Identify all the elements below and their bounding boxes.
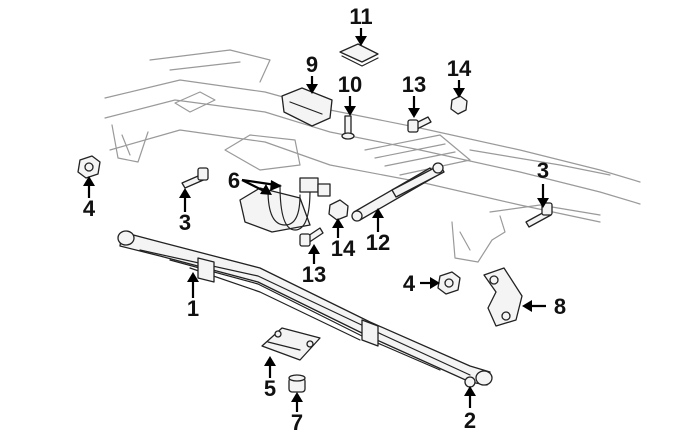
nut-left <box>77 155 101 179</box>
callout-14-lower: 14 <box>331 236 356 261</box>
callout-2: 2 <box>464 408 476 433</box>
bolt-upper <box>407 116 432 133</box>
callout-12: 12 <box>366 230 390 255</box>
bracket <box>281 87 333 127</box>
leaf-spring <box>117 230 493 386</box>
callout-11: 11 <box>349 4 372 29</box>
vertical-bolt <box>341 115 355 140</box>
spring-plate <box>261 327 321 361</box>
callout-4-right: 4 <box>403 271 416 296</box>
shackle-bolt-left <box>181 167 209 189</box>
nut-lower <box>328 199 349 221</box>
callout-9: 9 <box>306 52 318 77</box>
callout-5: 5 <box>264 376 276 401</box>
callout-6: 6 <box>228 168 240 193</box>
shackle <box>483 267 523 327</box>
bump-stop <box>288 374 306 393</box>
nut-right <box>437 271 461 295</box>
callout-13-lower: 13 <box>302 262 326 287</box>
spring-eye-bushing <box>464 376 476 388</box>
nut-upper <box>450 95 468 115</box>
callout-3-left: 3 <box>179 210 191 235</box>
callout-14-upper: 14 <box>447 56 472 81</box>
callout-1: 1 <box>187 296 199 321</box>
callout-4-left: 4 <box>83 196 96 221</box>
shackle-bolt-right <box>525 202 553 228</box>
shock-absorber <box>351 162 445 222</box>
callout-8: 8 <box>554 294 566 319</box>
callout-arrows <box>83 28 549 412</box>
callout-10: 10 <box>338 72 362 97</box>
callout-3-right: 3 <box>537 158 549 183</box>
bolt-lower <box>299 227 324 247</box>
vehicle-frame <box>104 49 641 263</box>
callout-7: 7 <box>291 410 303 435</box>
callout-13-upper: 13 <box>402 72 426 97</box>
callout-labels: 1 2 3 3 4 4 5 6 7 8 9 10 11 12 13 13 14 … <box>83 4 566 435</box>
jounce-plate <box>339 43 379 67</box>
